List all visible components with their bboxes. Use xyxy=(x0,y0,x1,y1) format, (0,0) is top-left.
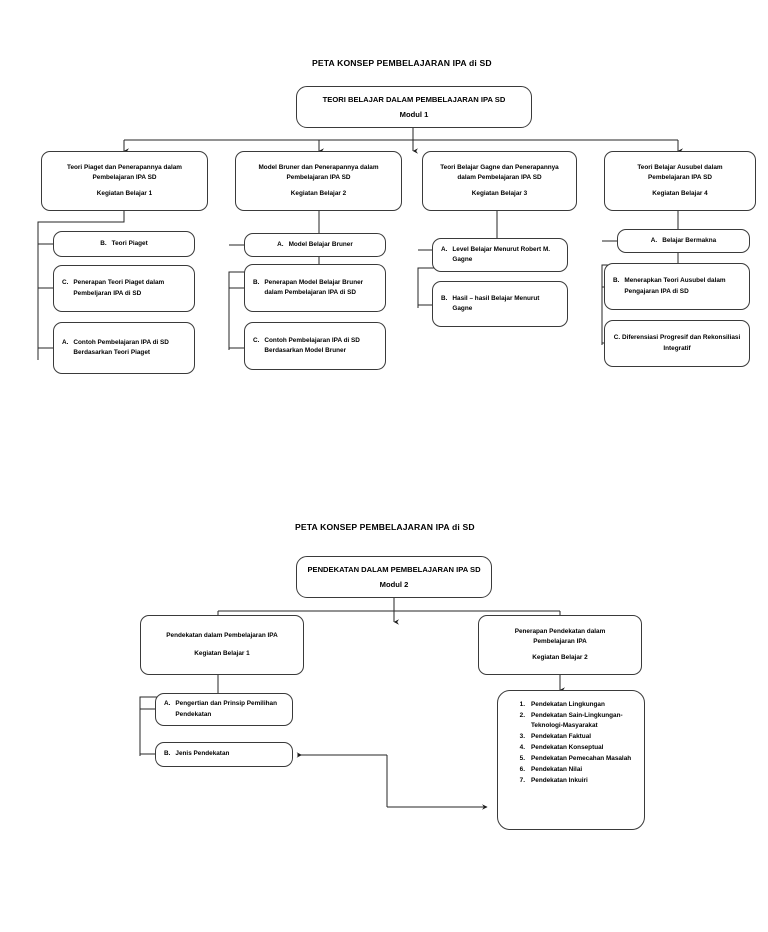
map1-branch-3-line1: Teori Belajar Gagne dan Penerapannya xyxy=(440,163,559,171)
map1-branch-2: Model Bruner dan Penerapannya dalam Pemb… xyxy=(235,151,402,211)
map2-root-line2: Modul 2 xyxy=(379,580,409,589)
map1-branch-1-line1: Teori Piaget dan Penerapannya dalam xyxy=(67,163,182,171)
list-text: Hasil – hasil Belajar Menurut Gagne xyxy=(452,294,540,312)
list-number: 3. xyxy=(519,733,525,741)
list-item: 4. Pendekatan Konseptual xyxy=(514,743,637,753)
map1-branch-1-line2: Pembelajaran IPA SD xyxy=(92,174,157,182)
map2-left-child-1: A. Pengertian dan Prinsip Pemilihan Pend… xyxy=(155,693,293,726)
map1-branch-2-child-2: B. Penerapan Model Belajar Bruner dalam … xyxy=(244,264,386,312)
map2-left-child-2: B. Jenis Pendekatan xyxy=(155,742,293,767)
list-marker: C. xyxy=(613,334,621,342)
list-text: Model Belajar Bruner xyxy=(288,240,353,248)
map1-branch-4-line1: Teori Belajar Ausubel dalam xyxy=(637,163,723,171)
list-number: 6. xyxy=(519,765,525,773)
map1-branch-1-child-3: A. Contoh Pembelajaran IPA di SD Berdasa… xyxy=(53,322,195,374)
list-item: 6. Pendekatan Nilai xyxy=(514,765,637,775)
list-text: Belajar Bermakna xyxy=(662,236,717,244)
list-text: Pendekatan Nilai xyxy=(531,765,583,773)
map2-root-node: PENDEKATAN DALAM PEMBELAJARAN IPA SD Mod… xyxy=(296,556,492,598)
map1-branch-4-line3: Kegiatan Belajar 4 xyxy=(652,189,708,197)
list-marker: C. xyxy=(253,336,260,344)
list-marker: B. xyxy=(613,277,620,285)
map1-branch-1: Teori Piaget dan Penerapannya dalam Pemb… xyxy=(41,151,208,211)
list-text: Diferensiasi Progresif dan Rekonsiliasi … xyxy=(621,334,741,352)
list-marker: A. xyxy=(441,245,448,253)
map1-branch-3-line3: Kegiatan Belajar 3 xyxy=(471,189,528,197)
map2-branch-left: Pendekatan dalam Pembelajaran IPA Kegiat… xyxy=(140,615,304,675)
map1-root-line2: Modul 1 xyxy=(399,110,429,119)
map1-branch-3-line2: dalam Pembelajaran IPA SD xyxy=(457,174,542,182)
map2-branch-left-line1: Pendekatan dalam Pembelajaran IPA xyxy=(166,632,278,640)
map1-root-line1: TEORI BELAJAR DALAM PEMBELAJARAN IPA SD xyxy=(322,94,506,104)
map1-branch-2-child-1: A. Model Belajar Bruner xyxy=(244,233,386,257)
map1-branch-3: Teori Belajar Gagne dan Penerapannya dal… xyxy=(422,151,577,211)
list-marker: B. xyxy=(100,239,107,247)
list-item: 1. Pendekatan Lingkungan xyxy=(514,700,637,710)
list-marker: B. xyxy=(441,294,448,302)
map1-branch-2-child-3: C. Contoh Pembelajaran IPA di SD Berdasa… xyxy=(244,322,386,370)
list-text: Pendekatan Pemecahan Masalah xyxy=(531,754,632,762)
map1-branch-1-child-1: B. Teori Piaget xyxy=(53,231,195,257)
list-marker: B. xyxy=(253,278,260,286)
approach-list: 1. Pendekatan Lingkungan 2. Pendekatan S… xyxy=(514,700,637,787)
list-item: 7. Pendekatan Inkuiri xyxy=(514,776,637,786)
map2-branch-right-line1: Penerapan Pendekatan dalam xyxy=(514,627,606,635)
list-number: 4. xyxy=(519,744,525,751)
list-text: Pendekatan Lingkungan xyxy=(531,701,605,708)
list-item: 3. Pendekatan Faktual xyxy=(514,732,637,742)
list-marker: A. xyxy=(277,240,284,248)
map1-branch-1-child-2: C. Penerapan Teori Piaget dalam Pembelja… xyxy=(53,265,195,312)
map2-branch-right-line2: Pembelajaran IPA xyxy=(533,638,587,646)
list-marker: C. xyxy=(62,279,69,287)
list-text: Pendekatan Inkuiri xyxy=(531,776,588,784)
map2-title: PETA KONSEP PEMBELAJARAN IPA di SD xyxy=(295,522,475,532)
map1-branch-2-line3: Kegiatan Belajar 2 xyxy=(290,189,347,197)
list-text: Penerapan Model Belajar Bruner dalam Pem… xyxy=(264,278,364,296)
list-marker: A. xyxy=(62,338,69,346)
list-text: Pendekatan Faktual xyxy=(531,733,592,741)
list-number: 1. xyxy=(519,701,525,708)
map1-branch-4: Teori Belajar Ausubel dalam Pembelajaran… xyxy=(604,151,756,211)
map2-approach-list-box: 1. Pendekatan Lingkungan 2. Pendekatan S… xyxy=(497,690,645,830)
map1-branch-4-child-2: B. Menerapkan Teori Ausubel dalam Pengaj… xyxy=(604,263,750,310)
map2-branch-left-line2: Kegiatan Belajar 1 xyxy=(194,649,250,657)
list-text: Menerapkan Teori Ausubel dalam Pengajara… xyxy=(624,277,726,295)
list-text: Jenis Pendekatan xyxy=(175,750,230,758)
list-text: Pendekatan Sain-Lingkungan-Teknologi-Mas… xyxy=(531,711,623,730)
list-marker: B. xyxy=(164,750,171,758)
list-text: Contoh Pembelajaran IPA di SD Berdasarka… xyxy=(73,338,169,356)
list-number: 7. xyxy=(519,776,525,784)
map2-root-line1: PENDEKATAN DALAM PEMBELAJARAN IPA SD xyxy=(307,564,481,574)
list-item: 5. Pendekatan Pemecahan Masalah xyxy=(514,754,637,764)
list-number: 2. xyxy=(519,711,525,719)
list-marker: A. xyxy=(650,236,658,244)
map1-branch-2-line1: Model Bruner dan Penerapannya dalam xyxy=(258,163,379,171)
map1-root-node: TEORI BELAJAR DALAM PEMBELAJARAN IPA SD … xyxy=(296,86,532,128)
map1-branch-3-child-1: A. Level Belajar Menurut Robert M. Gagne xyxy=(432,238,568,272)
list-number: 5. xyxy=(519,754,525,762)
map2-branch-right: Penerapan Pendekatan dalam Pembelajaran … xyxy=(478,615,642,675)
map1-branch-3-child-2: B. Hasil – hasil Belajar Menurut Gagne xyxy=(432,281,568,327)
list-text: Pengertian dan Prinsip Pemilihan Pendeka… xyxy=(175,700,277,718)
map1-title: PETA KONSEP PEMBELAJARAN IPA di SD xyxy=(312,58,492,68)
list-text: Level Belajar Menurut Robert M. Gagne xyxy=(452,245,551,263)
list-text: Pendekatan Konseptual xyxy=(531,744,604,751)
map1-branch-4-child-3: C. Diferensiasi Progresif dan Rekonsilia… xyxy=(604,320,750,367)
map1-branch-2-line2: Pembelajaran IPA SD xyxy=(286,174,351,182)
list-text: Penerapan Teori Piaget dalam Pembeljaran… xyxy=(73,279,165,297)
list-marker: A. xyxy=(164,700,171,708)
list-text: Teori Piaget xyxy=(111,239,148,247)
map1-branch-4-child-1: A. Belajar Bermakna xyxy=(617,229,750,253)
list-text: Contoh Pembelajaran IPA di SD Berdasarka… xyxy=(264,336,360,354)
map1-branch-4-line2: Pembelajaran IPA SD xyxy=(648,174,712,182)
map1-branch-1-line3: Kegiatan Belajar 1 xyxy=(96,189,153,197)
map2-branch-right-line3: Kegiatan Belajar 2 xyxy=(532,653,588,661)
list-item: 2. Pendekatan Sain-Lingkungan-Teknologi-… xyxy=(514,711,637,732)
